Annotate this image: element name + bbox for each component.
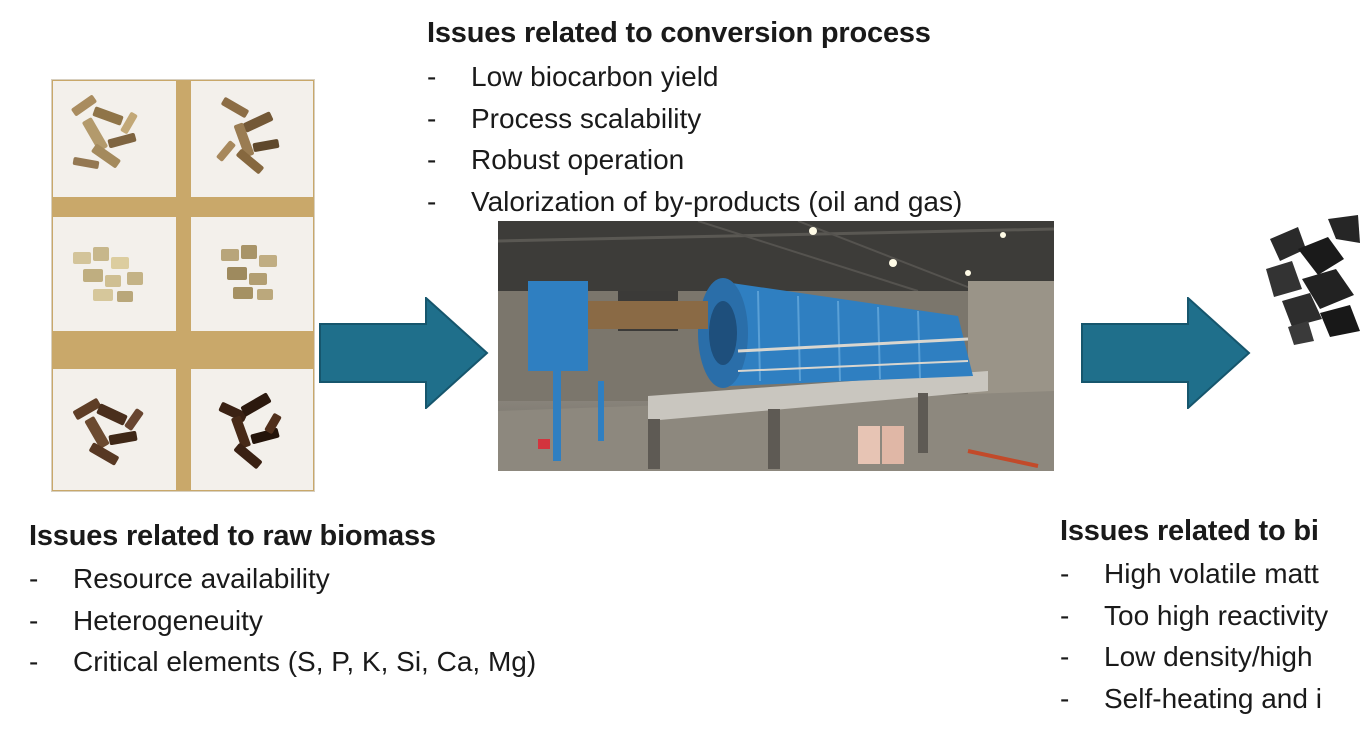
biocarbon-item-text: Self-heating and i — [1104, 678, 1322, 720]
biocarbon-item-text: Too high reactivity — [1104, 595, 1328, 637]
biomass-sample-tile — [53, 369, 176, 490]
list-dash: - — [427, 56, 471, 98]
list-item: -Low density/high — [1060, 636, 1360, 678]
list-dash: - — [427, 98, 471, 140]
raw-biomass-item-text: Heterogeneuity — [73, 600, 263, 642]
raw-biomass-item-text: Critical elements (S, P, K, Si, Ca, Mg) — [73, 641, 536, 683]
list-dash: - — [29, 558, 73, 600]
list-item: -Low biocarbon yield — [427, 56, 962, 98]
biocarbon-issues-heading: Issues related to bi — [1060, 514, 1360, 548]
biomass-sample-tile — [53, 81, 176, 197]
list-dash: - — [29, 641, 73, 683]
biomass-samples-photo — [51, 79, 315, 492]
list-dash: - — [1060, 595, 1104, 637]
list-dash: - — [1060, 678, 1104, 720]
list-item: -Self-heating and i — [1060, 678, 1360, 720]
list-item: -Critical elements (S, P, K, Si, Ca, Mg) — [29, 641, 536, 683]
list-dash: - — [29, 600, 73, 642]
list-item: -Heterogeneuity — [29, 600, 536, 642]
biocarbon-item-text: High volatile matt — [1104, 553, 1319, 595]
biomass-sample-tile — [191, 217, 313, 331]
conversion-issues-heading: Issues related to conversion process — [427, 16, 962, 50]
raw-biomass-item-text: Resource availability — [73, 558, 330, 600]
raw-biomass-issues-heading: Issues related to raw biomass — [29, 519, 536, 553]
list-dash: - — [427, 139, 471, 181]
list-item: -Process scalability — [427, 98, 962, 140]
biomass-sample-tile — [53, 217, 176, 331]
biomass-sample-tile — [191, 81, 313, 197]
pyrolysis-reactor-photo — [498, 221, 1054, 471]
list-dash: - — [427, 181, 471, 223]
list-dash: - — [1060, 636, 1104, 678]
list-item: -High volatile matt — [1060, 553, 1360, 595]
conversion-item-text: Robust operation — [471, 139, 684, 181]
biocarbon-issues-list: -High volatile matt -Too high reactivity… — [1060, 553, 1360, 719]
conversion-item-text: Low biocarbon yield — [471, 56, 719, 98]
biocarbon-issues-block: Issues related to bi -High volatile matt… — [1060, 514, 1360, 719]
raw-biomass-issues-list: -Resource availability -Heterogeneuity -… — [29, 558, 536, 683]
conversion-item-text: Valorization of by-products (oil and gas… — [471, 181, 962, 223]
conversion-issues-list: -Low biocarbon yield -Process scalabilit… — [427, 56, 962, 222]
list-item: -Valorization of by-products (oil and ga… — [427, 181, 962, 223]
biocarbon-item-text: Low density/high — [1104, 636, 1313, 678]
right-arrow-icon — [1081, 297, 1251, 409]
right-arrow-icon — [319, 297, 489, 409]
biomass-sample-tile — [191, 369, 313, 490]
list-dash: - — [1060, 553, 1104, 595]
biocarbon-photo — [1258, 209, 1360, 351]
raw-biomass-issues-block: Issues related to raw biomass -Resource … — [29, 519, 536, 683]
conversion-issues-block: Issues related to conversion process -Lo… — [427, 16, 962, 222]
list-item: -Resource availability — [29, 558, 536, 600]
list-item: -Too high reactivity — [1060, 595, 1360, 637]
conversion-item-text: Process scalability — [471, 98, 701, 140]
list-item: -Robust operation — [427, 139, 962, 181]
